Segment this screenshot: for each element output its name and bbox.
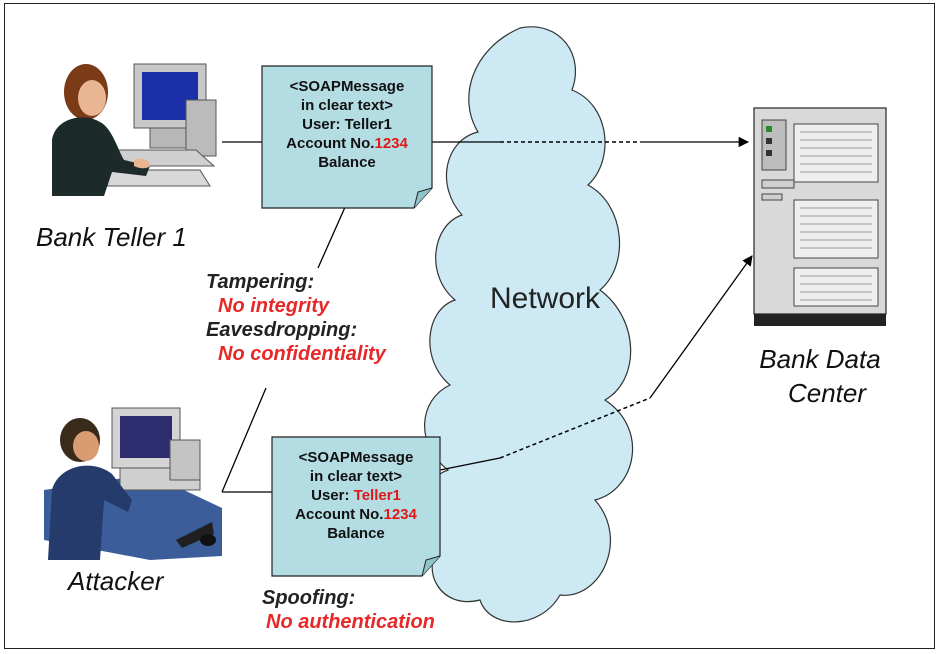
spoofing-title: Spoofing:: [262, 587, 356, 609]
bottom-msg-user-value: Teller1: [353, 487, 401, 504]
tampering-desc-no: No: [218, 295, 245, 317]
tampering-desc-rest: integrity: [244, 295, 330, 317]
top-msg-account-number: 1234: [374, 135, 408, 152]
data-center-icon: [753, 107, 887, 326]
data-center-label: Bank Data Center: [742, 342, 898, 410]
spoofing-threat: Spoofing: No authentication: [262, 586, 435, 634]
bottom-msg-user-label: User:: [311, 487, 354, 504]
bottom-message-text: <SOAPMessage in clear text> User: Teller…: [272, 448, 440, 543]
bottom-msg-line5: Balance: [327, 525, 385, 542]
top-msg-line1: <SOAPMessage: [289, 78, 405, 95]
bottom-msg-line4: Account No.1234: [272, 505, 440, 524]
bottom-msg-account-label: Account No.: [295, 506, 384, 523]
attack-arrow: [221, 387, 267, 493]
bottom-msg-line2: in clear text>: [309, 468, 403, 485]
bottom-msg-account-number: 1234: [383, 506, 417, 523]
bottom-msg-line1: <SOAPMessage: [298, 449, 414, 466]
tampering-threat: Tampering: No integrity Eavesdropping: N…: [206, 270, 386, 366]
data-center-label-line2: Center: [787, 378, 867, 408]
top-msg-line2: in clear text>: [300, 97, 394, 114]
attacker-icon: [44, 407, 222, 560]
eavesdropping-title: Eavesdropping:: [206, 319, 358, 341]
top-message-text: <SOAPMessage in clear text> User: Teller…: [262, 77, 432, 172]
bank-teller-icon: [42, 63, 220, 196]
bottom-link-arrow: [649, 255, 753, 399]
bottom-link-solid: [439, 457, 501, 471]
tampering-desc: No integrity: [206, 294, 386, 318]
spoofing-desc: No authentication: [266, 611, 435, 633]
tampering-title: Tampering:: [206, 271, 315, 293]
bottom-msg-line3: User: Teller1: [272, 486, 440, 505]
eavesdropping-desc: No confidentiality: [218, 343, 386, 365]
top-msg-account-label: Account No.: [286, 135, 375, 152]
bank-teller-label: Bank Teller 1: [36, 222, 187, 252]
bottom-link-dashed: [499, 397, 651, 459]
attacker-label: Attacker: [68, 566, 164, 596]
network-cloud: [421, 26, 634, 623]
network-label: Network: [490, 282, 601, 315]
data-center-label-line1: Bank Data: [759, 344, 881, 374]
top-msg-line3: User: Teller1: [302, 116, 392, 133]
top-msg-line4: Account No.1234: [262, 134, 432, 153]
top-msg-line5: Balance: [318, 154, 376, 171]
